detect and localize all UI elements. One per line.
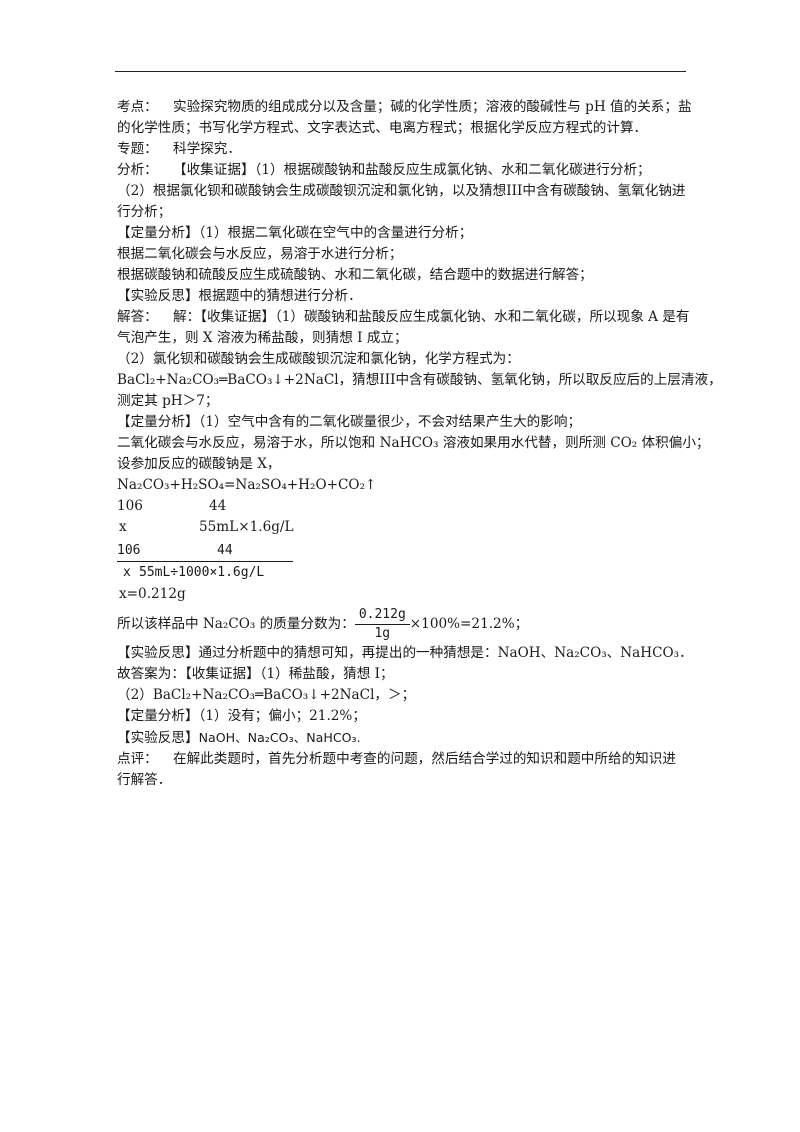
kaodian-line-2: 的化学性质；书写化学方程式、文字表达式、电离方程式；根据化学反应方程式的计算． — [117, 120, 648, 136]
fenxi-line-2: （2）根据氯化钡和碳酸钠会生成碳酸钡沉淀和氯化钠，以及猜想III中含有碳酸钠、氢… — [117, 183, 686, 199]
proportion-equation: 106 44 x 55mL÷1000×1.6g/L — [117, 538, 689, 584]
zhuanti-line: 专题：科学探究． — [117, 139, 689, 160]
fenxi-line-3: 行分析； — [117, 204, 172, 220]
jieda-line-2: 气泡产生，则 X 溶液为稀盐酸，则猜想 I 成立； — [117, 330, 408, 346]
fenxi-line-7: 【实验反思】根据题中的猜想进行分析． — [117, 288, 362, 304]
percent-line: 所以该样品中 Na₂CO₃ 的质量分数为： 0.212g 1g ×100%=21… — [117, 606, 529, 643]
percent-fraction: 0.212g 1g — [354, 606, 410, 643]
zhuanti-label: 专题： — [117, 141, 158, 157]
jieda-line-5: 测定其 pH＞7； — [117, 393, 219, 409]
jieda-label: 解答： — [117, 309, 158, 325]
answer-line-4: 【实验反思】NaOH、Na₂CO₃、NaHCO₃. — [117, 730, 361, 746]
fenxi-line-6: 根据碳酸钠和硫酸反应生成硫酸钠、水和二氧化碳，结合题中的数据进行解答； — [117, 267, 593, 283]
fenxi-line-1: 分析：【收集证据】（1）根据碳酸钠和盐酸反应生成氯化钠、水和二氧化碳进行分析； — [117, 160, 689, 181]
fenxi-line-5: 根据二氧化碳会与水反应，易溶于水进行分析； — [117, 246, 403, 262]
proportion-num-2: 44 — [217, 543, 233, 558]
reaction-equation: Na₂CO₃+H₂SO₄=Na₂SO₄+H₂O+CO₂↑ — [117, 477, 377, 493]
answer-line-3: 【定量分析】（1）没有；偏小；21.2%； — [117, 708, 366, 724]
kaodian-line-1: 考点：实验探究物质的组成成分以及含量；碱的化学性质；溶液的酸碱性与 pH 值的关… — [117, 97, 692, 118]
fraction-bar — [117, 561, 293, 562]
jieda-line-9: 【实验反思】通过分析题中的猜想可知，再提出的一种猜想是：NaOH、Na₂CO₃、… — [117, 645, 693, 661]
co2-volume: 55mL×1.6g/L — [199, 519, 294, 535]
mass-44: 44 — [209, 498, 227, 514]
var-x: x — [119, 519, 127, 535]
jieda-line-8: 设参加反应的碳酸钠是 X， — [117, 456, 281, 472]
solution-content: 考点：实验探究物质的组成成分以及含量；碱的化学性质；溶液的酸碱性与 pH 值的关… — [117, 97, 722, 791]
quantity-row: x 55mL×1.6g/L — [117, 517, 689, 538]
kaodian-label: 考点： — [117, 99, 158, 115]
dianping-line-2: 行解答． — [117, 772, 172, 788]
jieda-line-6: 【定量分析】（1）空气中含有的二氧化碳量很少，不会对结果产生大的影响； — [117, 414, 582, 430]
jieda-line-4: BaCl₂+Na₂CO₃═BaCO₃↓+2NaCl，猜想III中含有碳酸钠、氢氧… — [117, 372, 722, 388]
fenxi-line-4: 【定量分析】（1）根据二氧化碳在空气中的含量进行分析； — [117, 225, 473, 241]
proportion-den-2: 55mL÷1000×1.6g/L — [139, 565, 265, 580]
jieda-line-3: （2）氯化钡和碳酸钠会生成碳酸钡沉淀和氯化钠，化学方程式为： — [117, 351, 520, 367]
proportion-den-1: x — [123, 565, 131, 580]
answer-line-1: 故答案为：【收集证据】（1）稀盐酸，猜想 I； — [117, 666, 394, 682]
header-rule — [115, 71, 686, 72]
dianping-label: 点评： — [117, 751, 158, 767]
mass-106: 106 — [117, 498, 143, 514]
x-result: x=0.212g — [119, 586, 186, 602]
jieda-line-1: 解答：解：【收集证据】（1）碳酸钠和盐酸反应生成氯化钠、水和二氧化碳，所以现象 … — [117, 307, 689, 328]
dianping-line-1: 点评：在解此类题时，首先分析题中考查的问题，然后结合学过的知识和题中所给的知识进 — [117, 749, 689, 770]
fenxi-label: 分析： — [117, 162, 158, 178]
jieda-line-7: 二氧化碳会与水反应，易溶于水，所以饱和 NaHCO₃ 溶液如果用水代替，则所测 … — [117, 435, 710, 451]
answer-line-2: （2）BaCl₂+Na₂CO₃═BaCO₃↓+2NaCl，＞； — [117, 687, 416, 703]
molar-mass-row: 106 44 — [117, 496, 689, 517]
proportion-num-1: 106 — [117, 543, 141, 558]
